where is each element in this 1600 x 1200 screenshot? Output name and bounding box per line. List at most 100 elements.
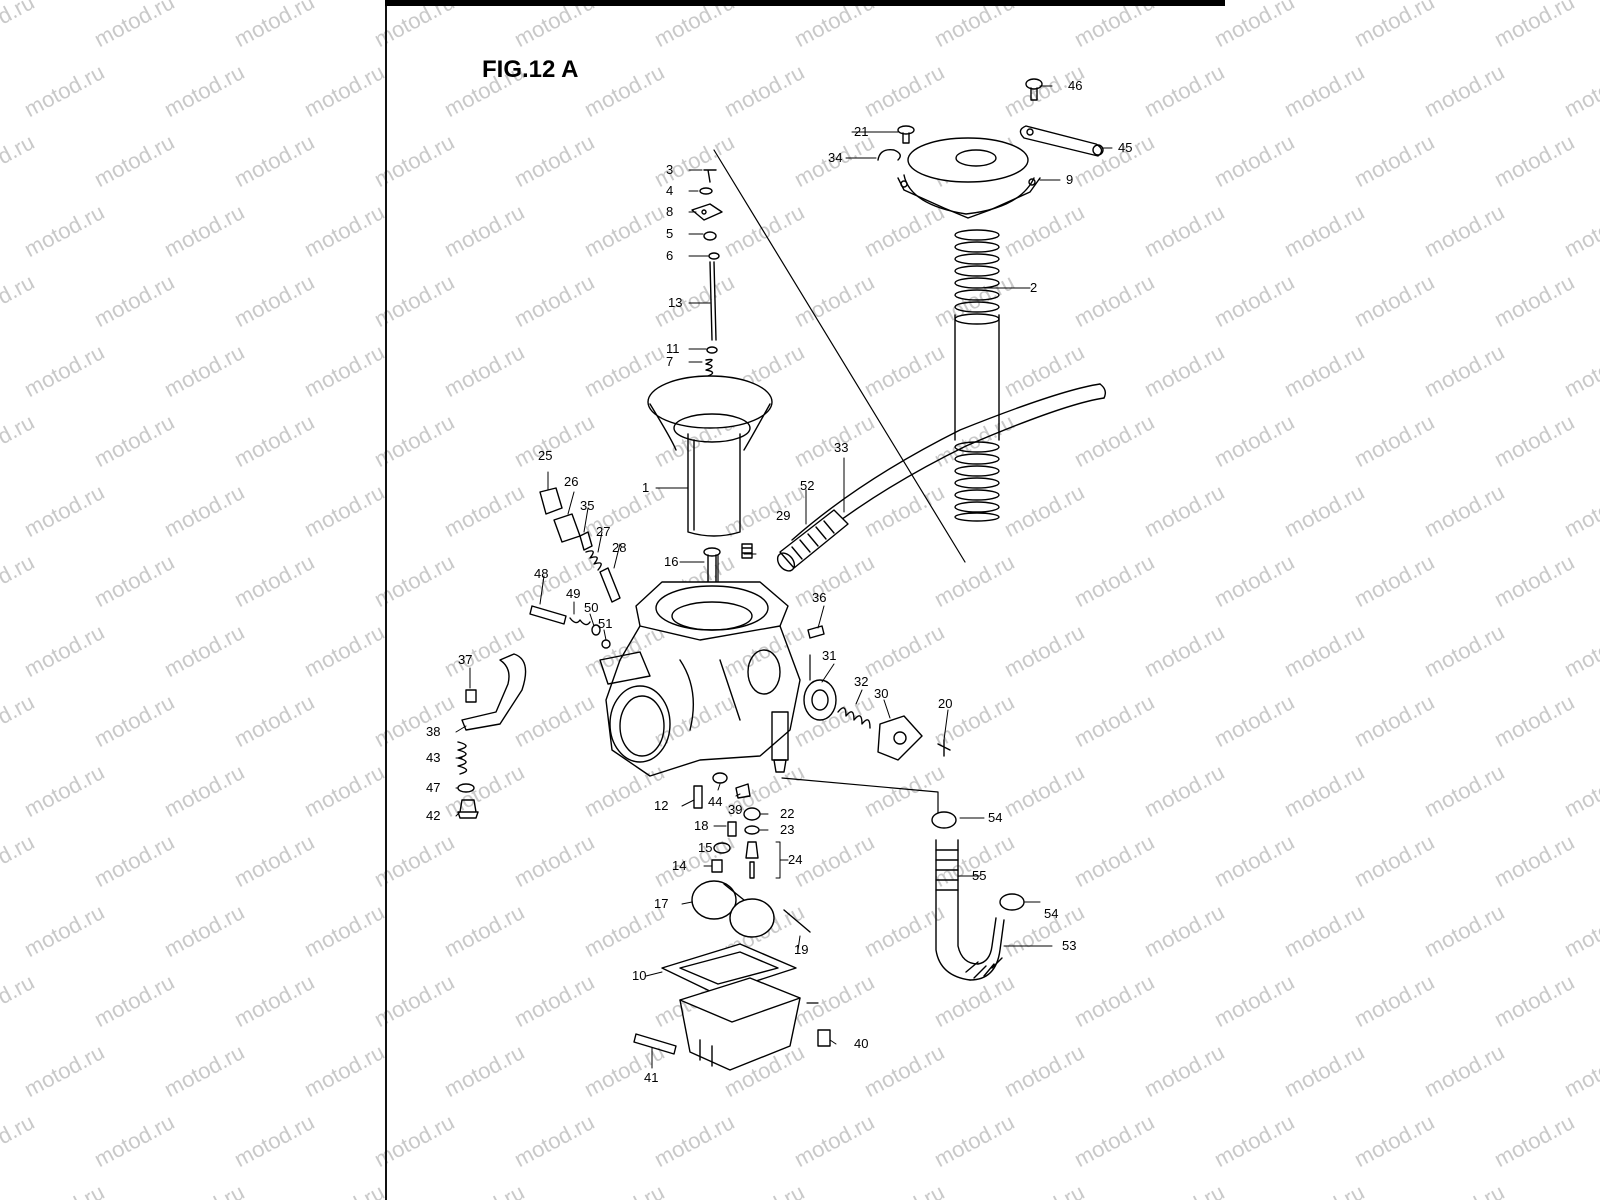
needle-13 [709,261,717,341]
gasket-10 [661,943,797,995]
label-part-8: 8 [666,204,673,219]
label-part-32: 32 [854,674,868,689]
label-part-47: 47 [426,780,440,795]
label-part-33: 33 [834,440,848,455]
label-part-19: 19 [794,942,808,957]
label-part-28: 28 [612,540,626,555]
spring-49 [569,617,591,626]
spring-coil [954,501,1000,513]
label-part-50: 50 [584,600,598,615]
intake-bore-inner [619,695,665,757]
label-part-12: 12 [654,798,668,813]
lever-end [1092,144,1104,156]
piston-valve [647,375,773,537]
label-part-27: 27 [596,524,610,539]
clamp-54b [999,893,1025,911]
body-main [605,625,801,777]
spring-coil [954,265,1000,277]
label-part-9: 9 [1066,172,1073,187]
label-part-51: 51 [598,616,612,631]
tube-edge [799,397,1105,553]
label-part-14: 14 [672,858,686,873]
washer-15 [713,842,731,854]
label-part-26: 26 [564,474,578,489]
hose-assembly [931,811,1025,981]
top-cap-hole-1 [900,180,908,188]
spring-coil [954,301,1000,313]
floats [691,880,775,938]
clamp-54a [931,811,957,829]
jet-head [703,547,721,557]
label-part-48: 48 [534,566,548,581]
plate-8-hole [701,209,707,215]
o-ring-51 [601,639,611,649]
washer-11 [706,346,718,354]
hose-55 [935,839,979,981]
starter-plunger-assembly [539,487,621,603]
diaphragm-31 [803,679,837,721]
lever-body [1019,125,1103,157]
spring-coil [954,512,1000,522]
hose-55-ribs [935,849,959,891]
piston-body [687,433,741,537]
float-bowl [633,943,831,1071]
carburetor-body [599,581,801,777]
spring-coil [954,477,1000,489]
spring-7 [705,358,714,377]
screw-head [1025,78,1043,90]
adjuster-42 [457,799,479,819]
cover-30-boss [893,731,907,745]
label-part-54-upper: 54 [988,810,1002,825]
bracket-38 [461,653,527,731]
chamber-inner [671,601,753,631]
plunger-26 [553,513,581,543]
label-part-6: 6 [666,248,673,263]
starter-plunger-28 [599,567,621,603]
guide-line [781,777,939,821]
label-part-49: 49 [566,586,580,601]
fitting-nozzle [773,759,787,773]
label-part-38: 38 [426,724,440,739]
washer-50 [591,624,601,636]
jet-29 [741,543,753,559]
spring-coil [954,241,1000,253]
label-part-15: 15 [698,840,712,855]
washer-5 [703,231,717,241]
jet-12 [693,785,703,809]
screw-46 [1025,78,1043,101]
spring-27 [585,550,602,571]
nut-35 [579,531,593,551]
float-arm [723,883,745,901]
washer-44 [712,772,728,784]
top-cap-hole [955,149,997,167]
bowl-drain [699,1039,713,1067]
label-part-24: 24 [788,852,802,867]
cover-30 [877,715,923,761]
label-part-23: 23 [780,822,794,837]
label-part-42: 42 [426,808,440,823]
label-part-45: 45 [1118,140,1132,155]
linkage-assembly [457,653,527,819]
label-part-3: 3 [666,162,673,177]
top-cap-flange [897,177,1041,219]
float-pin-19 [783,909,811,933]
label-part-13: 13 [668,295,682,310]
spring-coil [954,441,1000,453]
label-part-35: 35 [580,498,594,513]
label-part-2: 2 [1030,280,1037,295]
protector-ribs [791,520,835,560]
intake-bore [609,685,671,763]
label-part-53: 53 [1062,938,1076,953]
spring-coil [954,253,1000,265]
label-part-40: 40 [854,1036,868,1051]
label-part-36: 36 [812,590,826,605]
pilot-screw-assembly [529,605,611,649]
screw-shank [1030,87,1038,101]
figure-title: FIG.12 A [482,56,579,83]
screw-head [897,125,915,135]
diaphragm-31-inner [811,689,829,711]
label-part-25: 25 [538,448,552,463]
guide-lines [713,149,966,1004]
label-part-37: 37 [458,652,472,667]
label-part-46: 46 [1068,78,1082,93]
